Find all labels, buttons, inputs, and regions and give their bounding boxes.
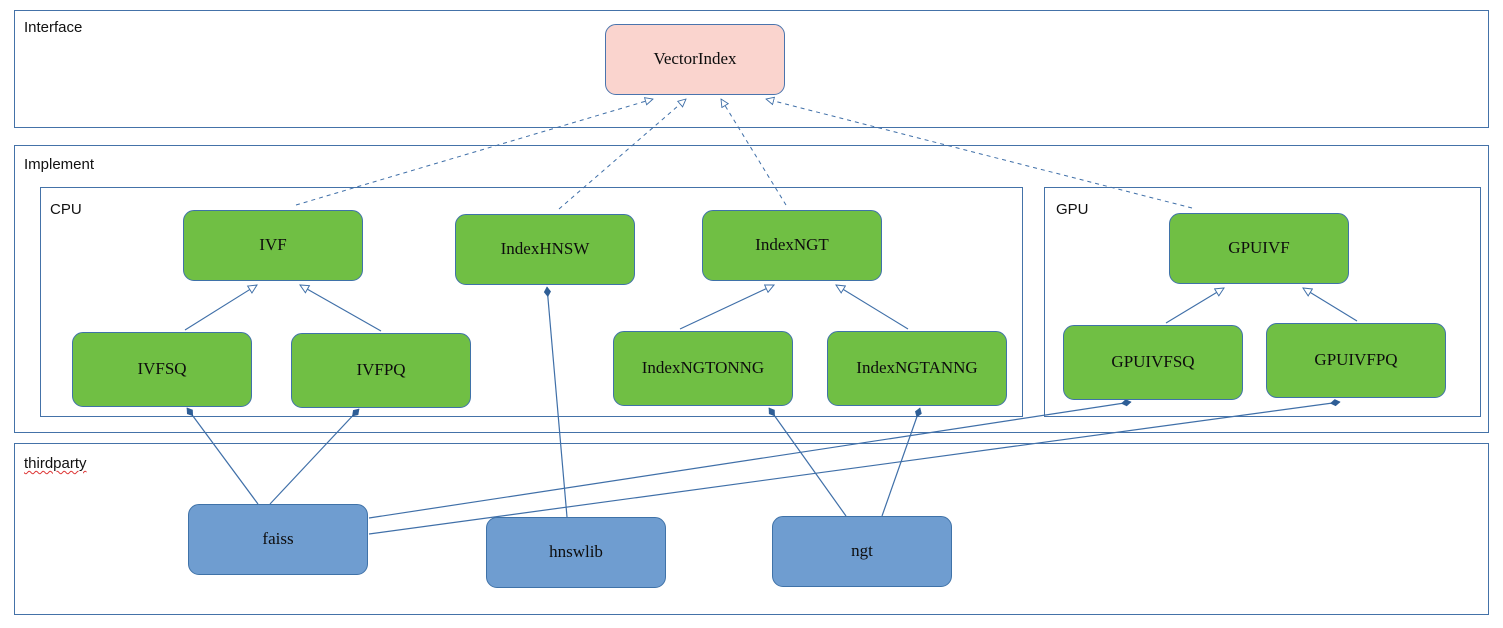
container-label-thirdparty: thirdparty — [24, 455, 87, 472]
container-label-cpu: CPU — [50, 201, 82, 218]
node-indexngt[interactable]: IndexNGT — [702, 210, 882, 281]
node-ivfsq[interactable]: IVFSQ — [72, 332, 252, 407]
node-indexngtonng[interactable]: IndexNGTONNG — [613, 331, 793, 406]
node-ivf[interactable]: IVF — [183, 210, 363, 281]
node-indexngtanng[interactable]: IndexNGTANNG — [827, 331, 1007, 406]
node-vectorindex[interactable]: VectorIndex — [605, 24, 785, 95]
container-label-implement: Implement — [24, 156, 95, 173]
node-gpuivf[interactable]: GPUIVF — [1169, 213, 1349, 284]
node-hnswlib[interactable]: hnswlib — [486, 517, 666, 588]
container-label-interface: Interface — [24, 19, 83, 36]
node-gpuivfpq[interactable]: GPUIVFPQ — [1266, 323, 1446, 398]
node-faiss[interactable]: faiss — [188, 504, 368, 575]
node-ivfpq[interactable]: IVFPQ — [291, 333, 471, 408]
node-ngt[interactable]: ngt — [772, 516, 952, 587]
node-gpuivfsq[interactable]: GPUIVFSQ — [1063, 325, 1243, 400]
node-indexhnsw[interactable]: IndexHNSW — [455, 214, 635, 285]
container-label-gpu: GPU — [1056, 201, 1089, 218]
